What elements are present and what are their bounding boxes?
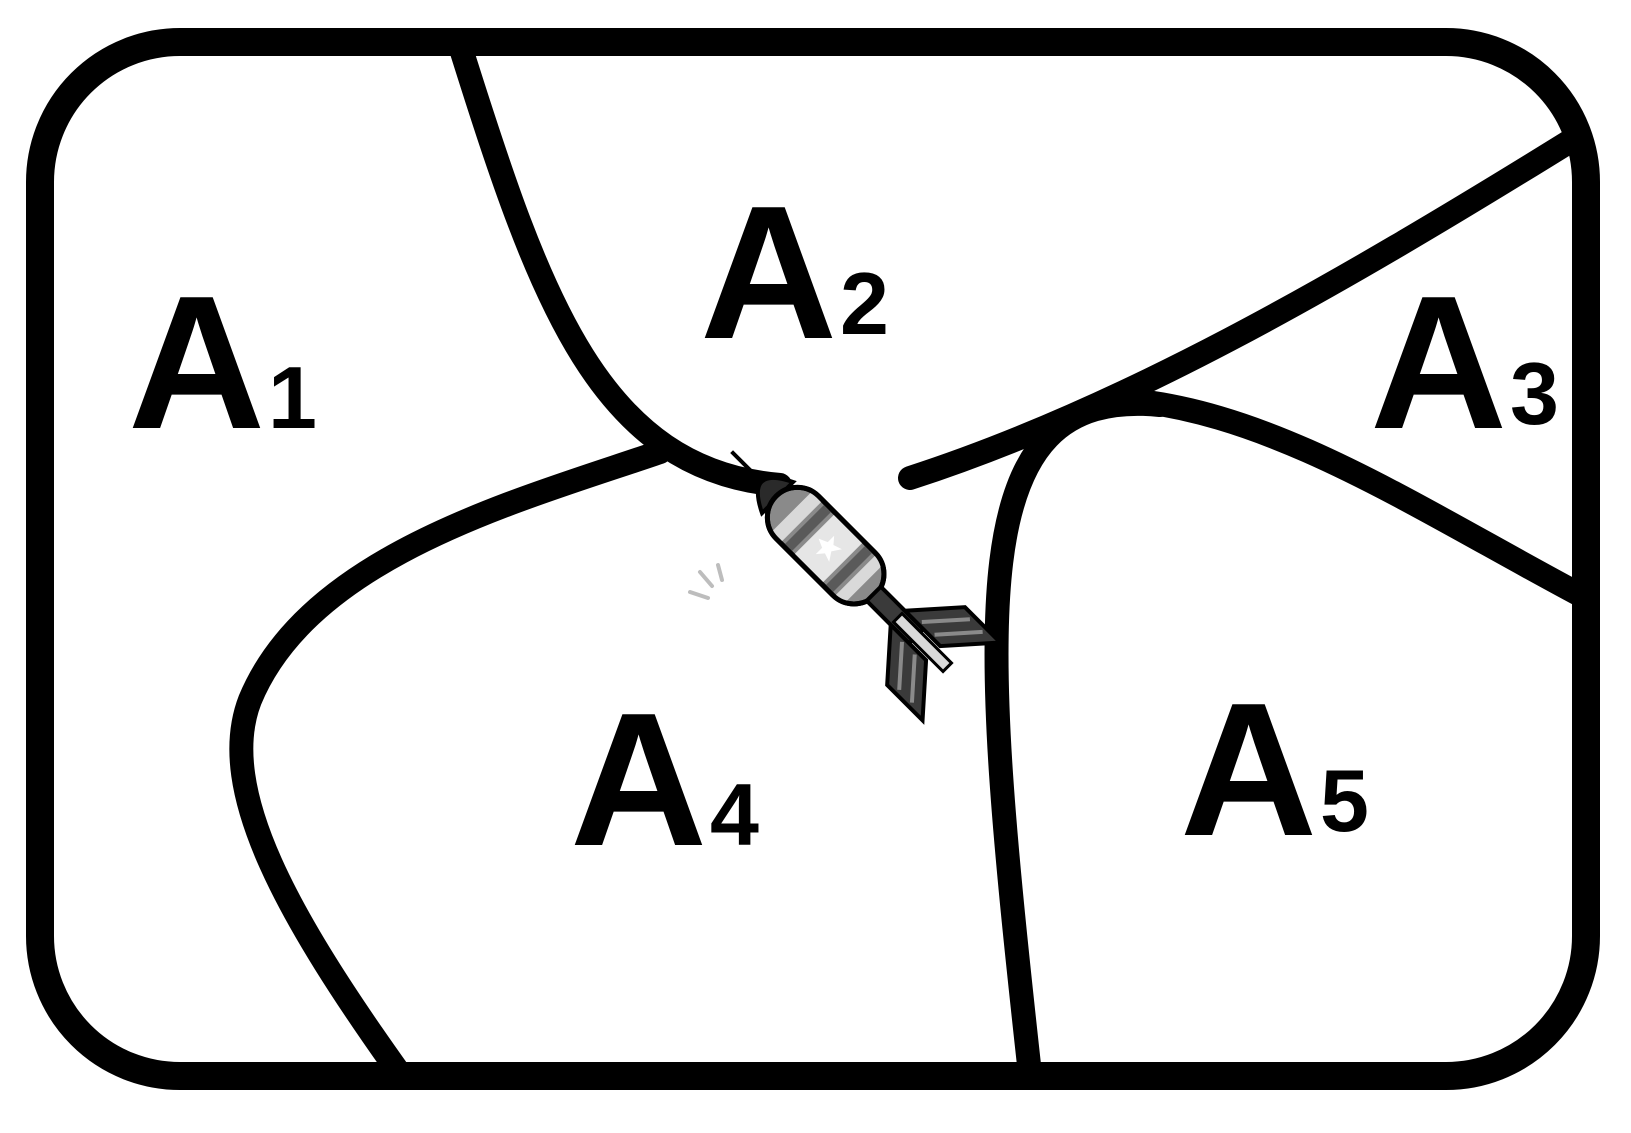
dart-icon — [730, 450, 1005, 725]
region-subscript: 3 — [1510, 344, 1559, 443]
region-letter: A — [128, 257, 265, 469]
impact-marks — [688, 563, 724, 600]
region-letter: A — [570, 674, 707, 886]
region-subscript: 1 — [268, 348, 317, 447]
boundary-a1-a4 — [229, 440, 672, 1086]
boundary-a3-a5 — [1118, 388, 1598, 610]
region-label-a1: A 1 — [128, 257, 317, 469]
region-label-a4: A 4 — [570, 674, 759, 886]
region-letter: A — [700, 167, 837, 379]
boundary-a2-a3-a5 — [898, 128, 1584, 490]
region-label-a2: A 2 — [700, 167, 889, 379]
boundary-a4-a5 — [984, 391, 1172, 1086]
region-letter: A — [1370, 257, 1507, 469]
region-subscript: 2 — [840, 254, 889, 353]
region-label-a3: A 3 — [1370, 257, 1559, 469]
region-letter: A — [1180, 664, 1317, 876]
boundary-a1-a2 — [450, 40, 792, 497]
region-label-a5: A 5 — [1180, 664, 1369, 876]
region-subscript: 4 — [710, 765, 759, 864]
region-subscript: 5 — [1320, 751, 1369, 850]
